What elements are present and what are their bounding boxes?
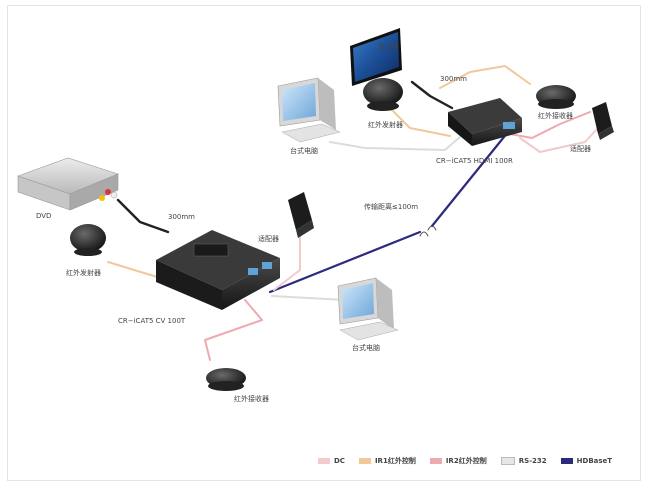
legend-label: DC [334,457,345,465]
legend-swatch [560,458,573,464]
legend-label: IR2红外控制 [445,457,487,465]
desktop-pc-top [277,77,341,143]
length-top-label: 300mm [440,75,467,83]
dvd-player [17,157,119,211]
ir-receiver-bottom-label: 红外接收器 [234,395,269,403]
pc-bottom-label: 台式电脑 [352,344,380,352]
legend-swatch [500,457,515,465]
ir-receiver-top-label: 红外接收器 [538,112,573,120]
adapter-top [592,102,614,140]
ir-receiver-bottom [206,368,246,391]
legend-item-rs232: RS-232 [500,457,547,465]
legend-label: RS-232 [518,457,547,465]
legend-label: HDBaseT [576,457,613,465]
dc-cable [273,227,301,291]
rs232-cable [329,129,469,151]
ir2-cable [509,111,591,139]
legend-item-dc: DC [318,457,345,465]
legend-swatch [318,458,330,464]
adapter-mid-label: 适配器 [258,235,279,243]
legend-item-ir2: IR2红外控制 [429,456,487,466]
hdmi-cable [410,80,454,110]
ir-transmitter-top [363,78,403,111]
hdbaset-cable [268,230,422,294]
av-cable [116,198,170,234]
sender-model-label: CR−iCAT5 CV 100T [118,317,186,325]
legend: DC IR1红外控制 IR2红外控制 RS-232 HDBaseT [318,456,612,466]
receiver-box [448,98,522,146]
ir-transmitter-left [70,224,106,256]
ir1-cable [391,109,451,137]
adapter-mid [288,192,314,238]
monitor-label: 显示器 [378,43,399,51]
pc-top-label: 台式电脑 [290,147,318,155]
ir-receiver-top [536,85,576,109]
ir-transmitter-left-label: 红外发射器 [66,269,101,277]
tv-monitor [350,28,402,86]
receiver-model-label: CR−iCAT5 HDMI 100R [436,157,513,165]
legend-label: IR1红外控制 [374,457,416,465]
cables [107,65,599,361]
legend-item-hdbaset: HDBaseT [560,457,613,465]
distance-break [419,225,437,237]
distance-label: 传输距离≤100m [364,203,419,211]
ir1-cable [439,65,531,89]
sender-box [156,230,280,310]
desktop-pc-bottom [337,277,399,341]
adapter-top-label: 适配器 [570,145,591,153]
legend-swatch [358,458,371,464]
hdbaset-cable [430,130,510,228]
ir-transmitter-top-label: 红外发射器 [368,121,403,129]
length-left-label: 300mm [168,213,195,221]
legend-item-ir1: IR1红外控制 [358,456,416,466]
dvd-label: DVD [36,212,52,220]
ir2-cable [204,299,263,361]
legend-swatch [429,458,442,464]
dc-cable [519,127,599,153]
